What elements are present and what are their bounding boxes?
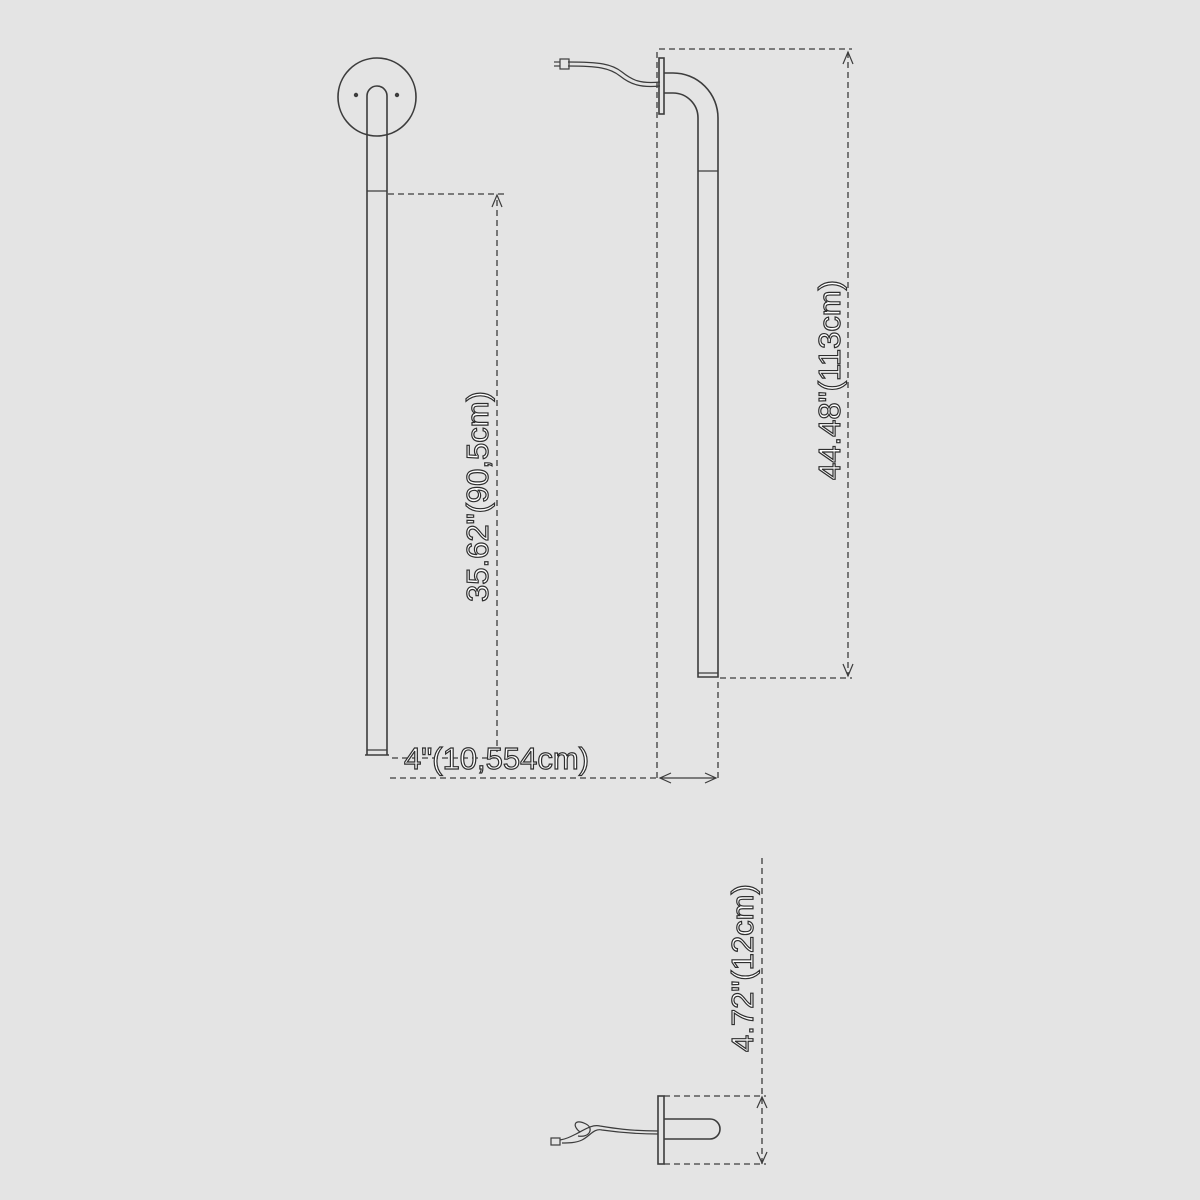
top-view <box>550 1095 721 1165</box>
depth-dimension: 4"(10,554cm) <box>390 52 719 784</box>
side-wall-plate <box>658 57 665 115</box>
screw-hole-right <box>394 92 400 98</box>
top-cable-inner <box>561 1129 659 1144</box>
top-cable-connector <box>550 1137 561 1146</box>
top-wall-plate <box>657 1095 665 1165</box>
front-view <box>337 57 417 756</box>
front-length-label: 35.62"(90,5cm) <box>460 391 495 602</box>
side-height-dimension: 44.48"(113cm) <box>659 48 854 679</box>
top-cable-loop <box>574 1121 591 1137</box>
power-cable <box>567 61 661 84</box>
side-tube <box>664 72 719 678</box>
top-width-dimension: 4.72"(12cm) <box>664 858 768 1165</box>
front-tube <box>366 85 388 755</box>
top-width-label: 4.72"(12cm) <box>725 884 760 1052</box>
side-view <box>554 57 719 678</box>
power-cable-inner <box>567 65 661 88</box>
front-length-dimension: 35.62"(90,5cm) <box>388 193 508 752</box>
top-cable <box>559 1125 659 1141</box>
top-tube <box>664 1118 721 1140</box>
depth-label: 4"(10,554cm) <box>404 741 589 776</box>
cable-connector <box>559 58 570 70</box>
wall-plate <box>337 57 417 137</box>
side-height-label: 44.48"(113cm) <box>812 280 847 480</box>
screw-hole-left <box>353 92 359 98</box>
